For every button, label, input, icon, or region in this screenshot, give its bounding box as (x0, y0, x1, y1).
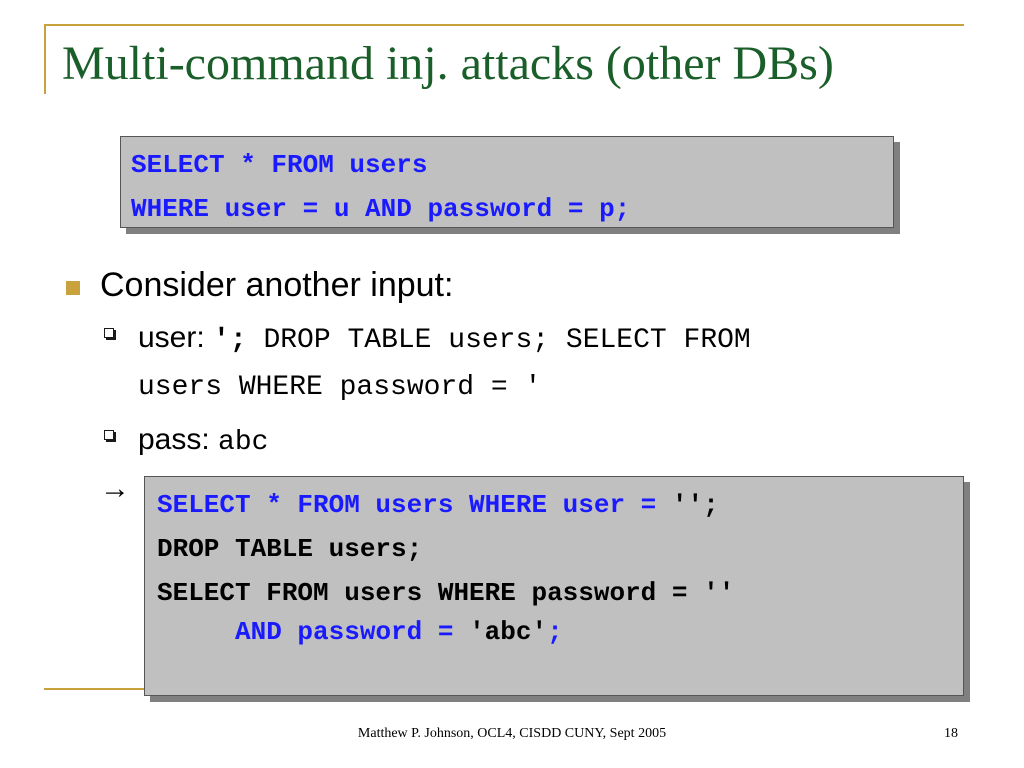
pass-value: abc (218, 427, 269, 458)
code-fragment: ; (547, 617, 563, 647)
bullet-item: Consider another input: (66, 266, 453, 305)
code-line: SELECT * FROM users (131, 150, 428, 180)
code-line: AND password = 'abc'; (157, 615, 951, 649)
code-fragment: ''; (671, 490, 719, 520)
code-fragment: AND password = (235, 617, 470, 647)
code-box-query: SELECT * FROM users WHERE user = u AND p… (120, 136, 894, 228)
user-label: user: (138, 321, 214, 354)
code-line: WHERE user = u AND password = p; (131, 194, 631, 224)
code-fragment: SELECT * FROM users WHERE user = (157, 490, 672, 520)
code-indent (157, 617, 235, 647)
code-line: SELECT * FROM users WHERE user = ''; (157, 483, 951, 527)
hollow-square-bullet-icon (104, 430, 114, 440)
user-quote: '; (213, 325, 247, 356)
sub-bullet-pass: pass: abc (104, 418, 268, 465)
frame-bottom-line (44, 688, 154, 690)
user-value-line1: DROP TABLE users; SELECT FROM (246, 325, 751, 356)
slide-title: Multi-command inj. attacks (other DBs) (62, 37, 834, 90)
pass-label: pass: (138, 423, 219, 456)
code-line: SELECT FROM users WHERE password = '' (157, 578, 735, 608)
frame-top-line (44, 24, 964, 26)
code-box-injected: SELECT * FROM users WHERE user = ''; DRO… (144, 476, 964, 696)
slide-footer: Matthew P. Johnson, OCL4, CISDD CUNY, Se… (357, 726, 667, 741)
frame-left-line (44, 24, 46, 94)
code-line: DROP TABLE users; (157, 534, 423, 564)
page-number: 18 (944, 726, 958, 741)
code-fragment: 'abc' (469, 617, 548, 647)
sub-bullet-user: user: '; DROP TABLE users; SELECT FROM u… (104, 316, 964, 410)
hollow-square-bullet-icon (104, 328, 114, 338)
square-bullet-icon (66, 280, 80, 295)
right-arrow-icon: → (100, 472, 130, 505)
bullet-text: Consider another input: (100, 266, 454, 304)
user-value-line2: users WHERE password = ' (138, 372, 542, 403)
